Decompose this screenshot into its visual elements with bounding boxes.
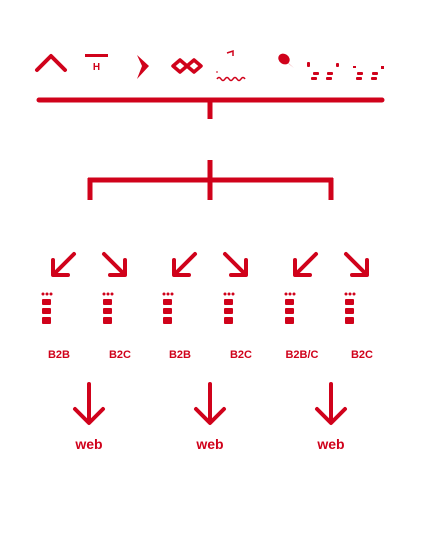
top-connector <box>36 97 385 119</box>
output-label-web: web <box>75 436 103 452</box>
footprints-icon <box>307 62 339 80</box>
dotted-trail-icon <box>353 66 384 80</box>
arrow-down-icon <box>73 382 105 425</box>
server-rack-icon <box>102 292 114 324</box>
arrow-down-left-icon <box>51 252 76 277</box>
branch-bracket <box>87 160 334 200</box>
output-label-web: web <box>196 436 224 452</box>
arrow-down-left-icon <box>172 252 197 277</box>
rocket-icon <box>278 53 294 68</box>
server-rack-icon <box>223 292 235 324</box>
arrow-down-right-icon <box>102 252 127 277</box>
arrow-down-icon <box>194 382 226 425</box>
down-arrows <box>73 382 347 425</box>
boat-on-waves-icon <box>216 49 246 82</box>
arrow-down-right-icon <box>223 252 248 277</box>
server-rack-icon <box>344 292 356 324</box>
channel-label-b2b-c: B2B/C <box>285 349 319 361</box>
paper-plane-icon <box>137 55 149 79</box>
svg-text:H: H <box>93 62 100 73</box>
arrow-down-left-icon <box>293 252 318 277</box>
channel-label-b2b: B2B <box>168 349 192 361</box>
arrow-down-right-icon <box>344 252 369 277</box>
channel-label-b2c: B2C <box>108 349 132 361</box>
channel-label-b2c: B2C <box>350 349 374 361</box>
server-rack-icon <box>41 292 53 324</box>
arrow-down-icon <box>315 382 347 425</box>
chevron-up-icon <box>35 54 67 72</box>
split-arrows <box>51 252 369 277</box>
dropbox-logo-icon <box>171 58 203 74</box>
server-rack-icon <box>162 292 174 324</box>
server-rack-icon <box>284 292 296 324</box>
channel-label-b2c: B2C <box>229 349 253 361</box>
channel-label-b2b: B2B <box>47 349 71 361</box>
rack-icons <box>41 292 356 324</box>
output-label-web: web <box>317 436 345 452</box>
hotel-sign-icon: H <box>85 54 108 73</box>
